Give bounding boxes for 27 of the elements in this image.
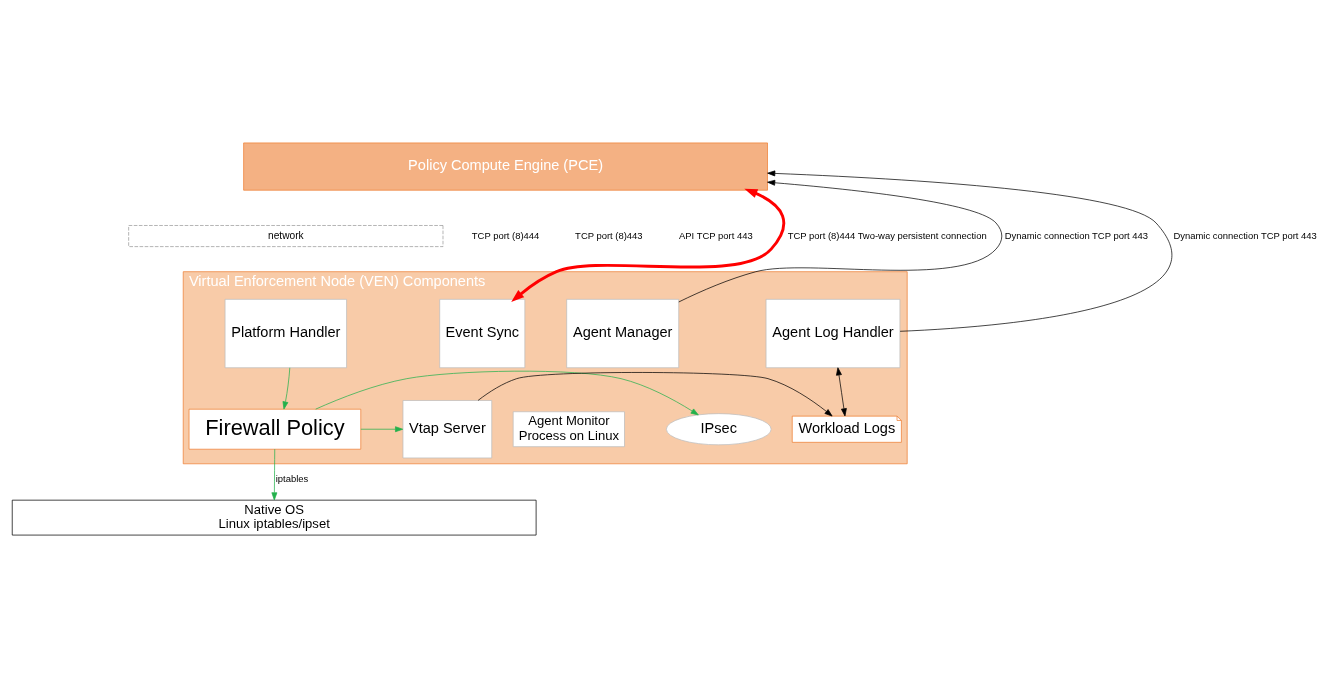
node-box: Platform Handler — [224, 298, 347, 368]
node-box: Agent Monitor Process on Linux — [512, 410, 625, 447]
node-box: Firewall Policy — [188, 408, 362, 450]
arrow — [511, 188, 786, 302]
node-box: Agent Log Handler — [765, 298, 901, 368]
arrow — [315, 370, 699, 415]
edge-label: Dynamic connection TCP port 443 — [1004, 229, 1149, 241]
node-box: Agent Manager — [566, 298, 680, 368]
arrow — [678, 179, 1003, 302]
node-ellipse: IPsec — [666, 412, 772, 445]
arrow — [360, 425, 404, 432]
arrow — [767, 170, 1172, 332]
node-box: Vtap Server — [402, 399, 493, 458]
label: API TCP port 443 — [679, 229, 753, 241]
edge-label: iptables — [275, 472, 309, 484]
arrow — [836, 366, 847, 416]
node-box: Policy Compute Engine (PCE) — [243, 142, 768, 191]
arrow — [282, 366, 291, 409]
edge-label: Dynamic connection TCP port 443 — [1173, 229, 1317, 241]
label: TCP port (8)444 — [471, 229, 540, 241]
arrow — [271, 448, 278, 500]
label: TCP port (8)443 — [575, 229, 643, 241]
node-box: Event Sync — [439, 298, 526, 368]
arrow — [477, 371, 833, 416]
edge-label: TCP port (8)444 Two-way persistent connection — [787, 229, 987, 241]
node-box: Native OS Linux iptables/ipset — [11, 499, 537, 535]
node-box: network — [128, 224, 444, 247]
